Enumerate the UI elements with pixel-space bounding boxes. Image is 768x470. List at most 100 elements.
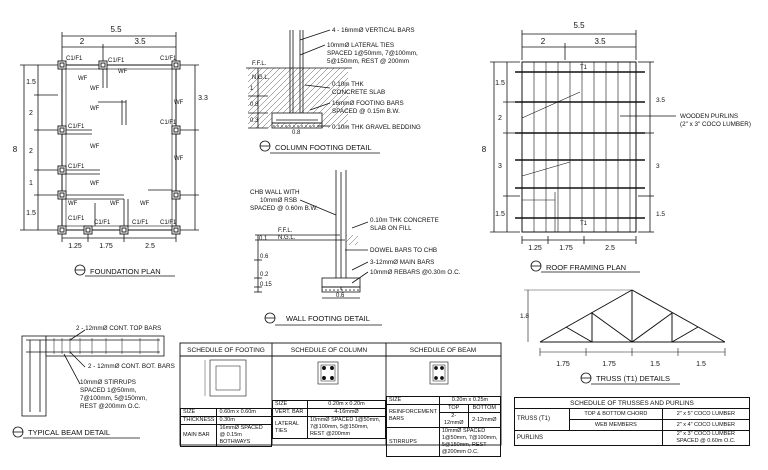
cf-note: SPACED 1@50mm, 7@100mm, (327, 50, 418, 57)
table-cell: 0.60m x 0.60m (216, 408, 272, 417)
rf-dim-right: 1.5 (656, 211, 665, 218)
fp-wf-label: WF (174, 156, 184, 162)
cf-note: 0.10m THK (332, 81, 365, 88)
truss-detail (524, 289, 726, 385)
purlin-spec-line: 2" x 3" COCO LUMBER (676, 431, 735, 437)
table-row: PURLINS 2" x 3" COCO LUMBER SPACED @ 0.6… (514, 430, 751, 446)
beam-note: 7@100mm, 5@150mm, (80, 395, 147, 402)
fp-dim-left-4: 1 (29, 180, 33, 187)
table-row: SIZE 0.20m x 0.25m (386, 396, 502, 405)
foundation-plan-labels: 5.5 2 3.5 8 1.5 2 2 1 1.5 3.3 1.25 1.75 … (13, 25, 208, 276)
table-cell: 2-12mmØ (438, 412, 469, 428)
table-cell: LATERAL TIES (272, 416, 308, 439)
roof-framing-labels: 5.5 2 3.5 8 1.5 2 3 1.5 3.5 3 1.5 1.25 1… (482, 21, 751, 272)
wf-chb-note: 10mmØ RSB (260, 197, 297, 204)
table-cell: PURLINS (514, 430, 663, 446)
table-row: MAIN BAR 16mmØ SPACED @ 0.15m BOTHWAYS (179, 424, 272, 447)
schedules-titles: SCHEDULE OF FOOTING SCHEDULE OF COLUMN S… (187, 347, 476, 354)
cf-dim: 0.3 (250, 118, 259, 124)
column-schedule-table: SIZE 0.20m x 0.20m VERT. BAR 4-16mmØ LAT… (272, 400, 386, 439)
rf-dim-bottom: 2.5 (605, 245, 615, 252)
truss-title: TRUSS (T1) DETAILS (596, 374, 670, 383)
fp-col-label: C1/F1 (160, 56, 177, 62)
table-cell: TRUSS (T1) (514, 408, 570, 431)
table-row: VERT. BAR 4-16mmØ (272, 408, 386, 417)
truss-panel: 1.5 (650, 361, 660, 368)
fp-dim-top-right: 3.5 (134, 37, 146, 46)
rf-purlin-note: (2" x 3" COCO LUMBER) (680, 121, 751, 128)
wf-dim: 0.2 (260, 272, 269, 278)
beam-schedule-title: SCHEDULE OF BEAM (410, 347, 476, 354)
fp-dim-top-left: 2 (80, 37, 85, 46)
fp-dim-total: 5.5 (110, 25, 122, 34)
rf-truss-label: T1 (580, 65, 588, 71)
cf-dim: 0.8 (250, 102, 259, 108)
table-cell: VERT. BAR (272, 408, 308, 417)
wf-note: DOWEL BARS TO CHB (370, 247, 437, 254)
table-cell: SIZE (386, 396, 440, 405)
table-cell: 16mmØ SPACED @ 0.15m BOTHWAYS (216, 424, 272, 447)
cf-note: 4 - 16mmØ VERTICAL BARS (332, 27, 415, 34)
truss-height: 1.8 (520, 313, 529, 320)
table-row: STIRRUPS 10mmØ SPACED 1@50mm, 7@100mm, 5… (386, 427, 502, 457)
schedules-frame (179, 342, 502, 446)
beam-note: SPACED 1@50mm, (80, 387, 137, 394)
rf-dim-bottom: 1.75 (559, 245, 573, 252)
rf-dim-left: 2 (498, 115, 502, 122)
truss-panel: 1.75 (556, 361, 570, 368)
table-row: LATERAL TIES 10mmØ SPACED 1@50mm, 7@100m… (272, 416, 386, 439)
fp-col-label: C1/F1 (68, 216, 85, 222)
truss-panel: 1.75 (602, 361, 616, 368)
cf-ngl: N.G.L. (252, 75, 270, 81)
table-cell: TOP & BOTTOM CHORD (569, 408, 663, 420)
trusses-purlins-schedule: SCHEDULE OF TRUSSES AND PURLINS TRUSS (T… (514, 397, 751, 446)
fp-dim-left-1: 1.5 (26, 79, 36, 86)
table-cell: WEB MEMBERS (569, 419, 663, 431)
purlin-spec-line: SPACED @ 0.60m O.C. (676, 438, 736, 444)
beam-detail (12, 329, 165, 439)
fp-col-label: C1/F1 (68, 124, 85, 130)
rf-dim-total: 5.5 (573, 21, 585, 30)
table-cell: 2" x 5" COCO LUMBER (661, 408, 751, 420)
table-cell: BOTTOM (467, 404, 502, 413)
table-cell: 2" x 4" COCO LUMBER (661, 419, 751, 431)
wf-note: 10mmØ REBARS @0.30m O.C. (370, 269, 461, 276)
table-row: 2-12mmØ 2-12mmØ (387, 412, 502, 428)
truss-labels: 1.8 1.75 1.75 1.5 1.5 TRUSS (T1) DETAILS (520, 313, 706, 383)
cf-note: 16mmØ FOOTING BARS (332, 100, 404, 107)
beam-labels: 2 - 12mmØ CONT. TOP BARS 2 - 12mmØ CONT.… (28, 325, 175, 437)
truss-panel: 1.5 (696, 361, 706, 368)
fp-dim-height: 8 (13, 145, 18, 154)
table-row: REINFORCEMENT BARS TOP BOTTOM (386, 404, 502, 428)
column-footing-title: COLUMN FOOTING DETAIL (275, 143, 372, 152)
rf-dim-left: 1.5 (495, 211, 505, 218)
fp-col-label: C1/F1 (160, 120, 177, 126)
fp-dim-left-5: 1.5 (26, 210, 36, 217)
wf-dim: 0.6 (260, 254, 269, 260)
beam-note: 2 - 12mmØ CONT. BOT. BARS (88, 363, 175, 370)
cf-dim: 0.8 (292, 130, 301, 136)
fp-dim-bottom-3: 2.5 (145, 243, 155, 250)
fp-dim-left-3: 2 (29, 148, 33, 155)
fp-dim-bottom-2: 1.75 (99, 243, 113, 250)
table-cell: 2" x 3" COCO LUMBER SPACED @ 0.60m O.C. (661, 430, 751, 446)
cf-dim: 1 (250, 86, 254, 92)
wf-ffl: F.F.L. (278, 228, 293, 234)
fp-col-label: C1/F1 (160, 220, 177, 226)
table-cell: 10mmØ SPACED 1@50mm, 7@100mm, 5@150mm, R… (438, 427, 502, 457)
fp-wf-label: WF (68, 201, 78, 207)
beam-title: TYPICAL BEAM DETAIL (28, 428, 110, 437)
table-row: SIZE 0.60m x 0.60m (179, 408, 272, 417)
fp-wf-label: WF (110, 201, 120, 207)
rf-dim-right: 3.5 (656, 97, 665, 104)
table-cell: STIRRUPS (386, 427, 440, 457)
rf-dim-left: 1.5 (495, 80, 505, 87)
rf-dim-right: 3 (656, 163, 660, 170)
wf-dim: 0.6 (336, 293, 345, 299)
table-title: SCHEDULE OF TRUSSES AND PURLINS (514, 397, 750, 409)
table-cell: SIZE (272, 400, 308, 409)
column-schedule-title: SCHEDULE OF COLUMN (291, 347, 368, 354)
cf-note: 0.10m THK GRAVEL BEDDING (332, 124, 421, 131)
fp-wf-label: WF (90, 144, 100, 150)
